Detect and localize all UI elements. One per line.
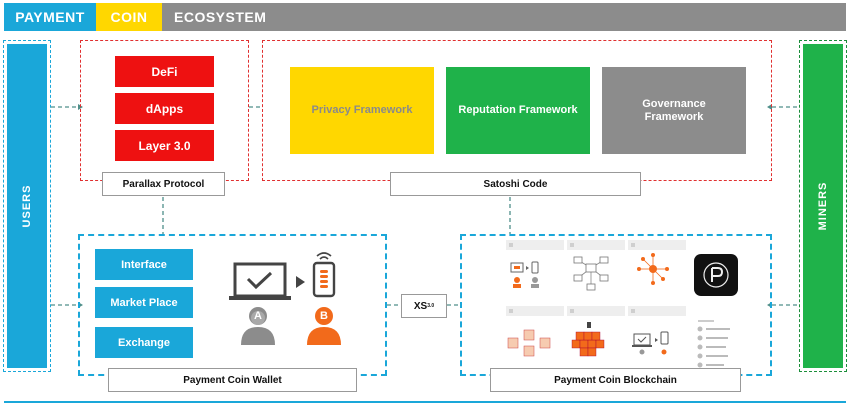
dapps-block: dApps (115, 93, 214, 124)
payment-coin-wallet-label: Payment Coin Wallet (108, 368, 357, 392)
payment-coin-blockchain-label: Payment Coin Blockchain (490, 368, 741, 392)
interface-block: Interface (95, 249, 193, 280)
market-place-block: Market Place (95, 287, 193, 318)
user-b-icon (307, 307, 341, 345)
header-coin: COIN (96, 3, 162, 31)
mobile-coin-icon (312, 252, 336, 298)
users-bar: USERS (3, 40, 51, 372)
xs-version: 3.0 (427, 303, 435, 309)
xs-name: XS (413, 300, 428, 312)
layer3-block: Layer 3.0 (115, 130, 214, 161)
arrow-right-icon (296, 276, 305, 288)
parallax-protocol-label: Parallax Protocol (102, 172, 225, 196)
bottom-divider (4, 401, 846, 403)
header-ecosystem: ECOSYSTEM (162, 3, 846, 31)
defi-block: DeFi (115, 56, 214, 87)
satoshi-code-label: Satoshi Code (390, 172, 641, 196)
miners-bar: MINERS (799, 40, 847, 372)
reputation-framework: Reputation Framework (446, 67, 590, 154)
governance-framework: Governance Framework (602, 67, 746, 154)
laptop-icon (229, 262, 291, 300)
blockchain-illustration (506, 240, 738, 368)
header-payment: PAYMENT (4, 3, 96, 31)
user-a-label: A (254, 310, 262, 322)
user-b-label: B (320, 310, 328, 322)
user-a-icon (241, 307, 275, 345)
privacy-framework: Privacy Framework (290, 67, 434, 154)
exchange-block: Exchange (95, 327, 193, 358)
